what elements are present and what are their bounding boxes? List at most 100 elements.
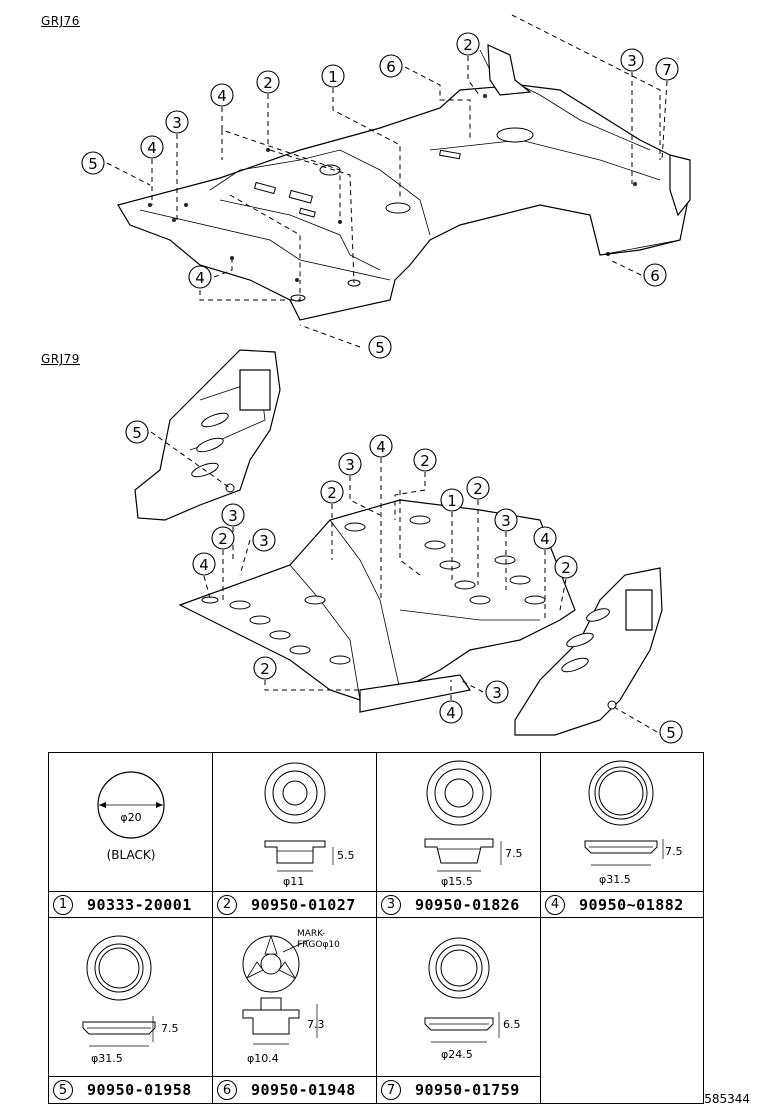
- callout-top-6: 6: [643, 263, 667, 287]
- callout-number: 7: [662, 61, 672, 79]
- callout-number: 5: [88, 155, 98, 173]
- callout-number: 2: [327, 484, 337, 502]
- color-note: (BLACK): [107, 848, 156, 862]
- callout-top-4: 4: [188, 265, 212, 289]
- part-row-6: 6 90950-01948: [213, 1077, 377, 1103]
- part-cell-5: 7.5 φ31.5: [49, 918, 213, 1077]
- callout-top-3: 3: [620, 48, 644, 72]
- part-index-1: 1: [53, 894, 73, 915]
- callout-bottom-3: 3: [485, 680, 509, 704]
- callout-top-6: 6: [379, 54, 403, 78]
- dim-diameter-1: φ20: [120, 811, 141, 824]
- callout-number: 2: [263, 74, 273, 92]
- grommet-3-drawing: 7.5 φ15.5: [424, 760, 523, 888]
- callout-number: 4: [195, 269, 205, 287]
- part-index-3: 3: [381, 894, 401, 915]
- part-row-7: 7 90950-01759: [377, 1077, 541, 1103]
- dim-diameter-2: φ11: [283, 875, 304, 888]
- callout-number: 2: [561, 559, 571, 577]
- callout-bottom-3: 3: [252, 528, 276, 552]
- callout-number: 5: [666, 724, 676, 742]
- callout-bottom-4: 4: [192, 552, 216, 576]
- dim-height-7: 6.5: [503, 1018, 521, 1031]
- floor-pan-grj79: [134, 349, 663, 736]
- grommet-2-drawing: 5.5 φ11: [264, 762, 355, 888]
- grommet-1-drawing: φ20 (BLACK): [97, 771, 165, 862]
- callout-bottom-1: 1: [440, 488, 464, 512]
- parts-table: φ20 (BLACK) 5.5 φ11 7.5 φ15.5: [48, 752, 704, 1104]
- callout-top-1: 1: [321, 64, 345, 88]
- callout-bottom-2: 2: [554, 555, 578, 579]
- callout-bottom-5: 5: [125, 420, 149, 444]
- part-index-6: 6: [217, 1080, 237, 1100]
- callout-number: 6: [386, 58, 396, 76]
- model-label-bottom: GRJ79: [41, 352, 80, 366]
- callout-number: 5: [375, 339, 385, 357]
- callout-number: 2: [218, 530, 228, 548]
- dim-diameter-6: φ10.4: [247, 1052, 279, 1065]
- part-index-7: 7: [381, 1080, 401, 1100]
- part-cell-3: 7.5 φ15.5: [377, 753, 541, 892]
- callout-number: 3: [172, 114, 182, 132]
- callout-top-7: 7: [655, 57, 679, 81]
- part-index-5: 5: [53, 1080, 73, 1100]
- callout-bottom-2: 2: [211, 526, 235, 550]
- callout-number: 2: [420, 452, 430, 470]
- part-index-4: 4: [545, 894, 565, 915]
- dim-diameter-7: φ24.5: [441, 1048, 473, 1061]
- part-row-3: 3 90950-01826: [377, 892, 541, 918]
- grommet-4-drawing: 7.5 φ31.5: [584, 760, 683, 886]
- callout-number: 1: [447, 492, 457, 510]
- callout-number: 2: [473, 480, 483, 498]
- callout-number: 2: [463, 36, 473, 54]
- part-row-5: 5 90950-01958: [49, 1077, 213, 1103]
- grommet-6-drawing: MARK-FRGOφ10 7.3 φ10.4: [242, 929, 340, 1065]
- callout-bottom-2: 2: [413, 448, 437, 472]
- callout-number: 4: [540, 530, 550, 548]
- callout-number: 4: [376, 438, 386, 456]
- grommet-7-drawing: 6.5 φ24.5: [424, 937, 521, 1061]
- callout-number: 4: [446, 704, 456, 722]
- part-number-1: 90333-20001: [87, 895, 192, 914]
- dim-diameter-5: φ31.5: [91, 1052, 123, 1065]
- part-cell-4: 7.5 φ31.5: [541, 753, 703, 892]
- dim-height-3: 7.5: [505, 847, 523, 860]
- callout-number: 3: [228, 507, 238, 525]
- part-cell-2: 5.5 φ11: [213, 753, 377, 892]
- dim-diameter-3: φ15.5: [441, 875, 473, 888]
- part-cell-6: MARK-FRGOφ10 7.3 φ10.4: [213, 918, 377, 1077]
- callout-top-2: 2: [456, 32, 480, 56]
- dim-height-2: 5.5: [337, 849, 355, 862]
- part-number-2: 90950-01027: [251, 895, 356, 914]
- callout-number: 4: [199, 556, 209, 574]
- model-label-top: GRJ76: [41, 14, 80, 28]
- part-cell-1: φ20 (BLACK): [49, 753, 213, 892]
- callout-top-3: 3: [165, 110, 189, 134]
- part-cell-7: 6.5 φ24.5: [377, 918, 541, 1077]
- callout-bottom-4: 4: [533, 526, 557, 550]
- dim-height-6: 7.3: [307, 1018, 325, 1031]
- callout-top-4: 4: [210, 83, 234, 107]
- callout-number: 5: [132, 424, 142, 442]
- part-index-2: 2: [217, 894, 237, 915]
- callout-number: 1: [328, 68, 338, 86]
- part-number-7: 90950-01759: [415, 1081, 520, 1099]
- callout-top-5: 5: [81, 151, 105, 175]
- part-number-4: 90950~01882: [579, 895, 684, 914]
- callout-bottom-4: 4: [439, 700, 463, 724]
- callout-number: 3: [259, 532, 269, 550]
- part-number-3: 90950-01826: [415, 895, 520, 914]
- callout-bottom-3: 3: [338, 452, 362, 476]
- callout-bottom-2: 2: [253, 656, 277, 680]
- callout-top-4: 4: [140, 135, 164, 159]
- callout-bottom-3: 3: [494, 508, 518, 532]
- dim-diameter-4: φ31.5: [599, 873, 631, 886]
- callout-top-5: 5: [368, 335, 392, 359]
- callout-bottom-2: 2: [320, 480, 344, 504]
- part-number-5: 90950-01958: [87, 1081, 192, 1099]
- dim-height-4: 7.5: [665, 845, 683, 858]
- callout-number: 4: [147, 139, 157, 157]
- part-number-6: 90950-01948: [251, 1081, 356, 1099]
